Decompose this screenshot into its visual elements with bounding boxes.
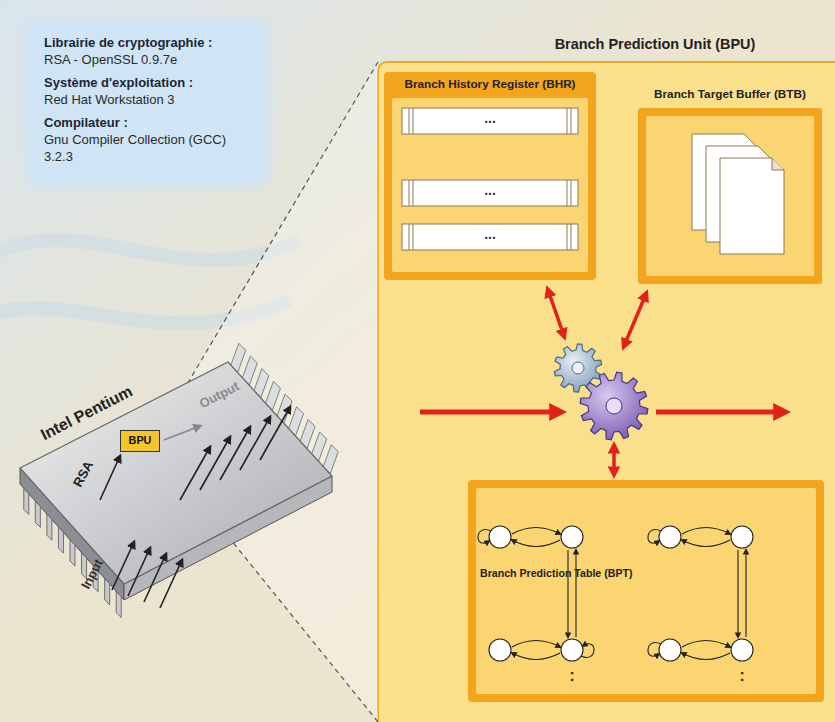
chip [20, 362, 332, 600]
pin [58, 527, 63, 553]
pin [35, 501, 40, 527]
transition-arrow [737, 550, 738, 637]
transition-arrow [682, 540, 730, 547]
transition-arrow [682, 653, 730, 660]
box-title: Branch Target Buffer (BTB) [634, 84, 826, 100]
transition-arrow [745, 550, 746, 637]
continuation-mark: : [732, 666, 752, 686]
info-heading: Système d'exploitation : [44, 74, 252, 91]
signal-label-holder: Output [197, 378, 242, 412]
transition-arrow [648, 643, 661, 657]
bhr-box: Branch History Register (BHR) [384, 72, 596, 280]
info-heading: Librairie de cryptographie : [44, 34, 252, 51]
chip-pins [24, 488, 121, 617]
state-circle [659, 526, 681, 548]
signal-label: RSA [70, 458, 97, 490]
pin [105, 579, 110, 605]
transition-arrow [512, 540, 560, 547]
transition-arrow [478, 530, 491, 544]
signal-label-holder: Input [78, 556, 107, 592]
row-ellipsis: ... [470, 110, 510, 127]
row-ellipsis-holder: ... [470, 182, 510, 199]
state-circle [731, 526, 753, 548]
transition-arrow [512, 653, 560, 660]
transition-arrow [648, 530, 661, 544]
state-circle [561, 639, 583, 661]
box-title: BPU [121, 431, 159, 450]
continuation-mark-holder: : [562, 666, 582, 686]
continuation-mark: : [562, 666, 582, 686]
row-ellipsis-holder: ... [470, 110, 510, 127]
row-ellipsis-holder: ... [470, 226, 510, 243]
signal-label: Input [78, 556, 107, 592]
box-title: Branch History Register (BHR) [384, 72, 596, 90]
chip-name-holder: Intel Pentium [37, 381, 135, 444]
transition-arrow [512, 528, 560, 535]
info-box: Librairie de cryptographie :RSA - OpenSS… [30, 24, 266, 183]
bpt-box: Branch Prediction Table (BPT) [468, 480, 824, 702]
continuation-mark-holder: : [732, 666, 752, 686]
bpu-panel [378, 62, 835, 722]
box-title: Branch Prediction Table (BPT) [480, 562, 558, 583]
signal-label: Output [197, 378, 242, 412]
transition-arrow [682, 528, 730, 535]
state-circle [731, 639, 753, 661]
state-circle [659, 639, 681, 661]
transition-arrow [567, 550, 568, 637]
btb-sheets [634, 84, 826, 288]
info-value: RSA - OpenSSL 0.9.7e [44, 51, 252, 68]
info-value: Gnu Compiler Collection (GCC) 3.2.3 [44, 131, 252, 165]
pin [47, 514, 52, 540]
transition-arrow [575, 550, 576, 637]
pin [70, 540, 75, 566]
row-ellipsis: ... [470, 182, 510, 199]
info-value: Red Hat Workstation 3 [44, 91, 252, 108]
pin [116, 592, 121, 618]
red-arrows [420, 290, 784, 474]
bpu-panel: Branch Prediction Unit (BPU) Branch Hist… [378, 34, 835, 722]
state-circle [561, 526, 583, 548]
row-ellipsis: ... [470, 226, 510, 243]
bhr-rows [384, 72, 596, 280]
gears [554, 344, 648, 440]
state-circle [489, 526, 511, 548]
btb-box: Branch Target Buffer (BTB) [634, 84, 826, 288]
chip-name: Intel Pentium [37, 381, 135, 444]
signal-label-holder: RSA [70, 458, 97, 490]
box-title: Branch Prediction Unit (BPU) [378, 34, 835, 52]
pin [24, 488, 29, 514]
info-heading: Compilateur : [44, 114, 252, 131]
transition-arrow [512, 641, 560, 648]
state-circle [489, 639, 511, 661]
bpt-state-machines [468, 480, 824, 702]
bpu-chip-box: BPU [120, 430, 160, 452]
chip-arrows [100, 407, 290, 608]
transition-arrow [682, 641, 730, 648]
transition-arrow [581, 644, 594, 658]
